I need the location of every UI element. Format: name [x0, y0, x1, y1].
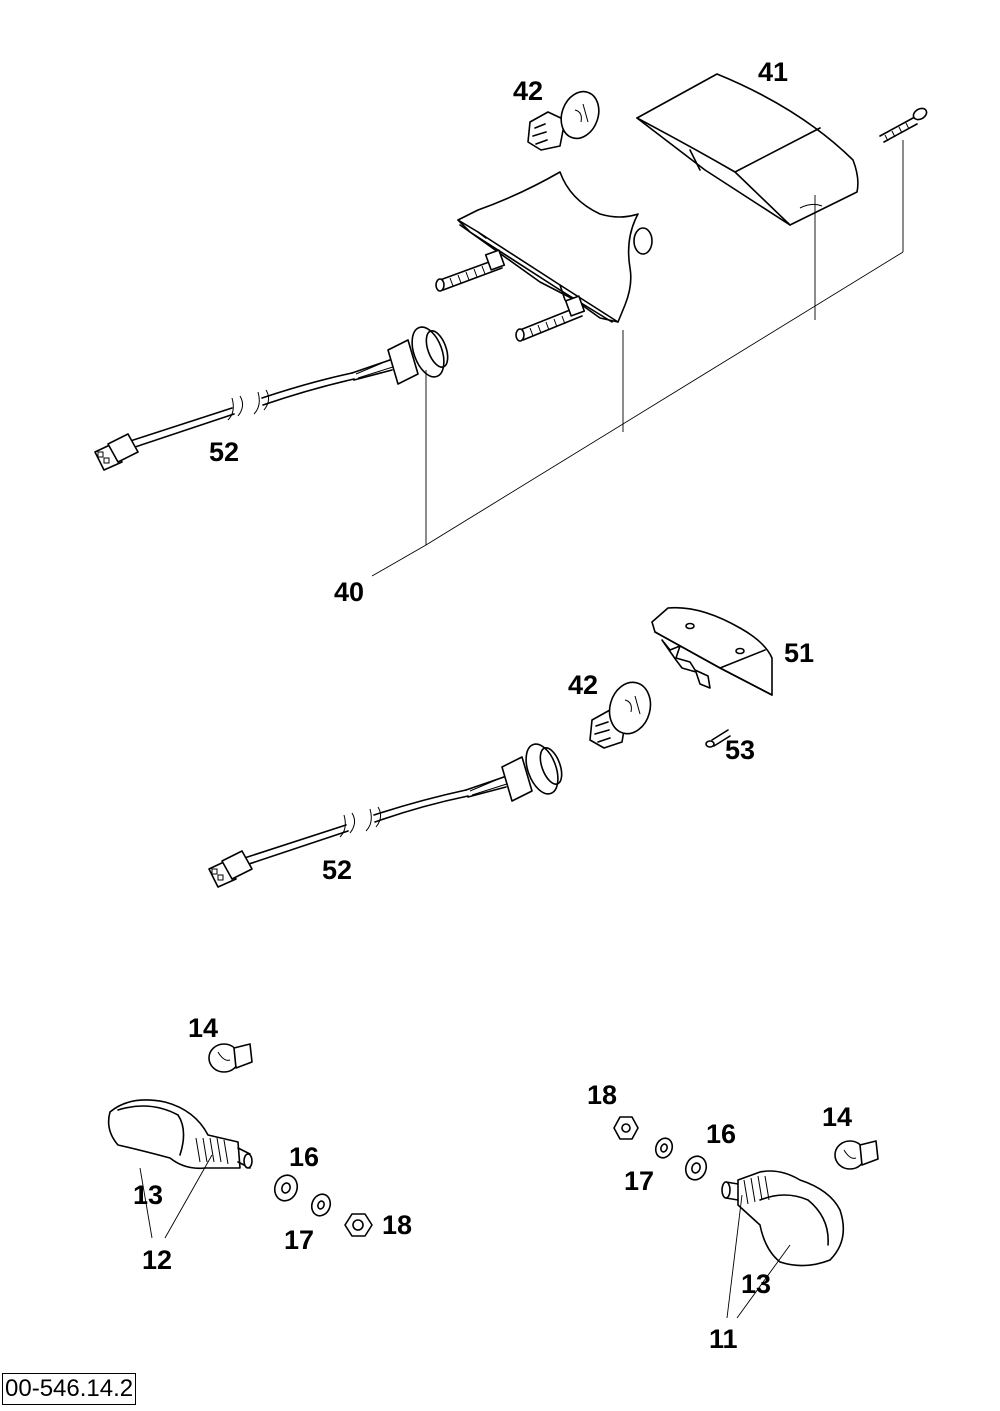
label-13-left: 13 [133, 1180, 163, 1210]
bulb-14-left [208, 1043, 253, 1073]
label-17-left: 17 [284, 1225, 314, 1255]
washer-16-right [684, 1155, 708, 1181]
lock-washer-17-left [310, 1193, 332, 1217]
screw-top-right [879, 107, 928, 143]
label-11: 11 [709, 1324, 738, 1354]
leader-lines-40 [371, 140, 904, 577]
label-14-right: 14 [822, 1102, 852, 1132]
label-51: 51 [784, 638, 814, 668]
leader-lines-12 [139, 1154, 213, 1239]
nut-18-right [613, 1116, 639, 1140]
indicator-right [721, 1170, 845, 1267]
bulb-14-right [834, 1140, 879, 1170]
label-18-right: 18 [587, 1080, 617, 1110]
label-52-top: 52 [209, 437, 239, 467]
screw-53 [705, 729, 731, 748]
tail-light-housing [435, 171, 653, 342]
label-40: 40 [334, 577, 364, 607]
label-12: 12 [142, 1245, 172, 1275]
label-41: 41 [758, 57, 788, 87]
label-52-middle: 52 [322, 855, 352, 885]
label-13-right: 13 [741, 1269, 771, 1299]
bulb-42-top [527, 90, 600, 151]
lock-washer-17-right [654, 1137, 674, 1159]
lens-41 [636, 73, 859, 226]
label-16-right: 16 [706, 1119, 736, 1149]
label-18-left: 18 [382, 1210, 412, 1240]
bulb-42-middle [589, 681, 652, 749]
label-14-left: 14 [188, 1013, 218, 1043]
label-17-right: 17 [624, 1166, 654, 1196]
label-42-middle: 42 [568, 670, 598, 700]
leader-lines-11 [726, 1194, 791, 1319]
label-53: 53 [725, 735, 755, 765]
washer-16-left [273, 1174, 299, 1202]
label-42-top: 42 [513, 76, 543, 106]
nut-18-left [344, 1213, 373, 1237]
label-16-left: 16 [289, 1142, 319, 1172]
cable-52-middle [208, 743, 563, 888]
drawing-number: 00-546.14.2 [2, 1373, 137, 1405]
indicator-left [107, 1099, 253, 1170]
lens-51 [651, 606, 773, 696]
cable-52-top [94, 326, 449, 471]
